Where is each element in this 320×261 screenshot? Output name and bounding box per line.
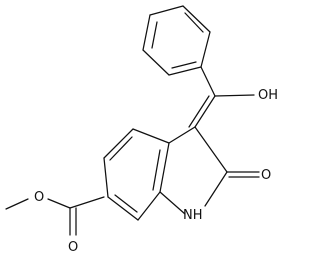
bond xyxy=(182,5,211,33)
bond xyxy=(168,66,202,76)
bond xyxy=(149,5,184,16)
bond-inner xyxy=(151,21,158,49)
bond xyxy=(159,142,170,193)
bond xyxy=(142,49,170,76)
bond xyxy=(137,191,161,221)
bond-inner xyxy=(184,12,204,33)
amine-label: NH xyxy=(183,208,203,223)
bond xyxy=(132,128,170,144)
bond xyxy=(142,14,151,51)
bond xyxy=(214,94,255,97)
double-bond-outer xyxy=(194,95,216,128)
ester-ether-oxygen-label: O xyxy=(34,190,44,205)
bond xyxy=(200,66,216,97)
lactam-ring xyxy=(159,126,260,215)
methyl-ester xyxy=(5,196,105,236)
benzo-ring xyxy=(103,128,170,221)
bond xyxy=(69,196,105,209)
chemical-structure-diagram: OH O NH O O xyxy=(5,5,278,255)
bond xyxy=(107,196,139,221)
bond xyxy=(103,157,109,198)
bond xyxy=(47,198,71,209)
bond xyxy=(159,191,186,215)
bond-inner xyxy=(152,149,161,191)
bond-inner xyxy=(109,136,133,161)
bond xyxy=(5,198,29,210)
bond xyxy=(204,171,228,207)
bond-inner xyxy=(114,194,138,213)
phenyl-ring xyxy=(142,5,211,76)
ester-carbonyl-oxygen-label: O xyxy=(68,240,78,255)
double-bond-inner xyxy=(188,95,210,128)
bond xyxy=(200,31,211,68)
exocyclic-linkage xyxy=(188,66,255,128)
bond-inner xyxy=(171,61,197,69)
oxo-label: O xyxy=(261,168,271,183)
hydroxyl-label: OH xyxy=(258,88,278,103)
bond xyxy=(194,126,228,173)
bond xyxy=(103,128,134,159)
bond xyxy=(168,126,196,144)
